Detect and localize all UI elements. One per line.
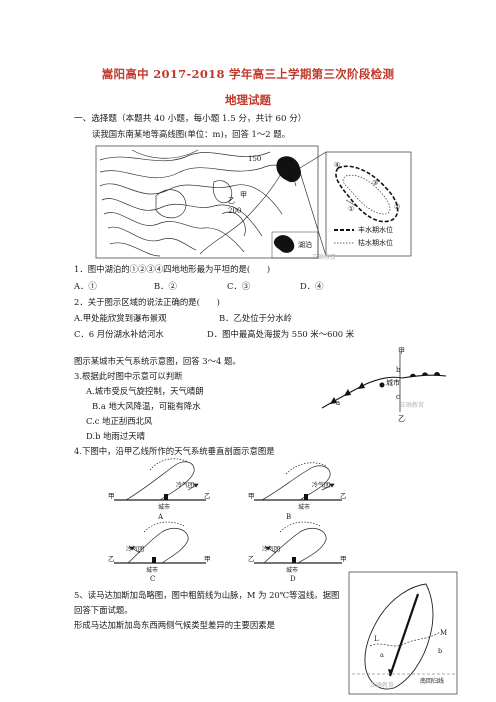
panel-b-left: 甲 [248,492,255,500]
madagascar-label-a: a [380,651,384,659]
watermark-3: 正确教育 [370,682,395,689]
panel-c-letter: C [150,575,156,583]
panel-b-city: 城市 [298,504,311,511]
weather-label-a: a [336,399,341,407]
q3-stem: 3.根据此时图中示意可以判断 [74,371,183,381]
panel-b-right: 乙 [340,492,347,500]
weather-label-c: c [396,393,400,401]
lake-label: 湖泊 [298,241,312,249]
panel-a-city: 城市 [158,504,171,511]
watermark-1: 正确教育 [312,254,337,261]
madagascar-label-M: M [440,629,448,637]
panel-a-left: 甲 [108,492,115,500]
q3-option-b: B.a 地大风降温，可能有降水 [92,401,201,411]
marker-2: ② [394,203,401,211]
q2-option-a: A.甲处能欣赏到瀑布景观 [74,313,167,323]
q1-option-a: A．① [74,281,97,291]
map-label-jia: 甲 [240,191,247,199]
q3-option-a: A.城市受反气旋控制，天气晴朗 [86,386,204,396]
panel-d-letter: D [290,575,296,583]
watermark-2: 正确教育 [400,402,425,409]
legend-high-water: 丰水期水位 [358,226,393,234]
q2-option-d: D．图中最高处海拔为 550 米～600 米 [207,329,355,339]
exam-title: 嵩阳高中 2017-2018 学年高三上学期第三次阶段检测 [101,67,395,81]
panel-a-letter: A [158,513,164,521]
q4-stem: 4.下图中，沿甲乙线所作的天气系统垂直剖面示意图是 [74,446,275,456]
weather-label-jia: 甲 [398,347,405,355]
panel-b-air: 冷气团 [312,482,331,489]
panel-d-right: 甲 [340,555,347,563]
madagascar-label-L: L [374,635,379,643]
panel-c-right: 甲 [204,555,211,563]
q5-line1: 5、读马达加斯加岛略图，图中粗箭线为山脉，M 为 20℃等温线。据图 [74,590,340,600]
q2-stem: 2．关于图示区域的说法正确的是( ) [74,297,220,307]
panel-d-air: 冷气团 [262,546,281,553]
exam-subtitle: 地理试题 [225,93,271,107]
q3-option-d: D.b 地雨过天晴 [86,431,145,441]
weather-label-yi: 乙 [398,415,405,423]
q3-option-c: C.c 地正刮西北风 [86,416,153,426]
section2-intro: 图示某城市天气系统示意图，回答 3～4 题。 [74,356,241,366]
section-intro: 读我国东南某地等高线图(单位：m)，回答 1～2 题。 [92,129,290,139]
q5-line3: 形成马达加斯加岛东西两侧气候类型差异的主要因素是 [74,620,275,630]
q2-option-c: C．6 月份湖水补给河水 [74,329,164,339]
panel-c-air: 冷气团 [126,546,145,553]
weather-label-b: b [396,366,401,374]
panel-a-right: 乙 [204,492,211,500]
map-label-yi: 乙 [228,197,235,205]
panel-d-left: 乙 [248,555,255,563]
marker-4: ④ [334,161,341,169]
q1-stem: 1．图中湖泊的①②③④四地地形最为平坦的是( ) [74,264,271,274]
legend-low-water: 枯水期水位 [358,239,393,247]
q5-line2: 回答下面试题。 [74,605,133,615]
q1-option-c: C．③ [227,281,251,291]
panel-c-left: 乙 [108,555,115,563]
section-heading: 一、选择题（本题共 40 小题，每小题 1.5 分，共计 60 分） [74,114,307,124]
contour-label-200: 200 [228,207,242,215]
panel-b-letter: B [286,513,292,521]
q2-option-b: B．乙处位于分水岭 [219,313,293,323]
tropic-label: 南回归线 [420,678,445,685]
contour-label-150: 150 [248,155,262,163]
panel-a-air: 冷气团 [176,482,195,489]
q1-option-b: B．② [154,281,177,291]
q1-option-d: D．④ [300,281,324,291]
madagascar-label-b: b [438,647,443,655]
marker-1: ① [348,205,355,213]
panel-c-city: 城市 [146,567,159,574]
weather-label-city: 城市 [386,379,400,387]
panel-d-city: 城市 [286,567,299,574]
marker-3: ③ [372,179,379,187]
